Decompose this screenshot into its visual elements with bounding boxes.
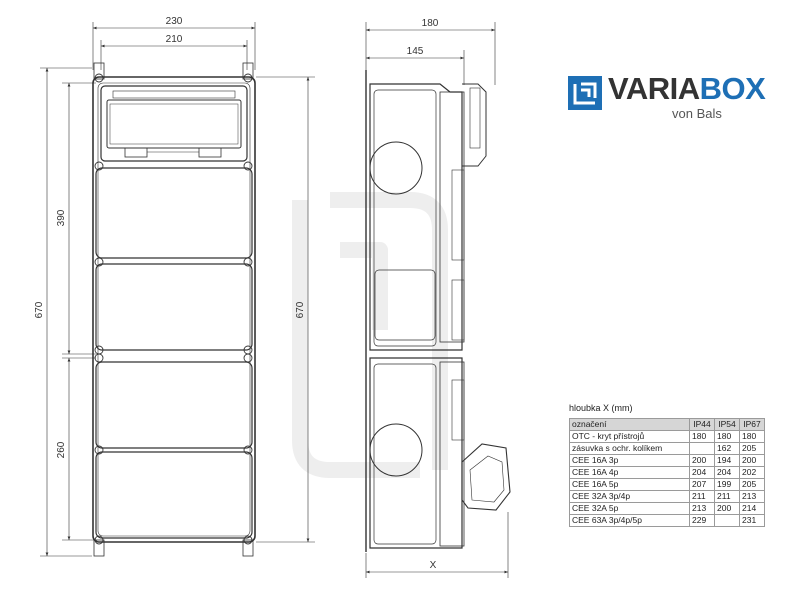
table-cell-value: 205: [739, 442, 765, 455]
table-cell-value: 162: [714, 442, 740, 455]
latch: [124, 147, 148, 158]
table-header-cell: IP54: [714, 418, 740, 431]
table-cell-value: 211: [714, 490, 740, 503]
dim-front-height-right: 670: [295, 301, 306, 318]
device-window: [106, 99, 242, 149]
depth-table: označení IP44 IP54 IP67 OTC - kryt příst…: [569, 418, 765, 527]
front-view: [92, 62, 256, 557]
table-cell-label: CEE 32A 3p/4p: [569, 490, 690, 503]
front-dimensions: [40, 22, 315, 557]
mount-tab: [242, 539, 254, 557]
logo-mark-icon: [568, 76, 602, 110]
table-cell-value: 200: [689, 454, 715, 467]
cable-entry: [369, 141, 423, 195]
table-cell-value: [714, 514, 740, 527]
side-view: [365, 70, 511, 552]
cable-entry: [369, 423, 423, 477]
module-slot-4: [95, 451, 253, 539]
table-cell-value: 214: [739, 502, 765, 515]
depth-table-caption: hloubka X (mm): [569, 403, 633, 413]
table-cell-label: CEE 16A 4p: [569, 466, 690, 479]
table-cell-label: CEE 16A 5p: [569, 478, 690, 491]
device-cover-module: [100, 85, 248, 162]
table-cell-value: 213: [689, 502, 715, 515]
table-header-row: označení IP44 IP54 IP67: [569, 418, 765, 431]
logo-brand-part2: BOX: [699, 71, 766, 106]
table-cell-value: 204: [689, 466, 715, 479]
table-cell-value: 202: [739, 466, 765, 479]
dim-front-height-left: 670: [34, 301, 45, 318]
table-cell-value: [689, 442, 715, 455]
table-cell-value: 205: [739, 478, 765, 491]
module-slot-2: [95, 263, 253, 351]
mount-tab: [93, 539, 105, 557]
logo-brand-text: VARIABOX: [608, 71, 766, 106]
table-cell-label: CEE 32A 5p: [569, 502, 690, 515]
table-cell-label: zásuvka s ochr. kolíkem: [569, 442, 690, 455]
module-slot-3: [95, 361, 253, 449]
table-cell-value: 200: [714, 502, 740, 515]
table-cell-value: 194: [714, 454, 740, 467]
table-cell-value: 180: [739, 430, 765, 443]
dim-side-depth-x: X: [430, 560, 437, 571]
latch: [198, 147, 222, 158]
table-cell-value: 211: [689, 490, 715, 503]
table-cell-value: 213: [739, 490, 765, 503]
screw-icons: [94, 73, 253, 545]
mount-tab: [93, 62, 105, 80]
table-cell-value: 204: [714, 466, 740, 479]
dim-front-height-upper: 390: [56, 209, 67, 226]
table-cell-label: CEE 16A 3p: [569, 454, 690, 467]
module-slot-1: [95, 167, 253, 259]
side-dimensions: [365, 22, 509, 578]
table-cell-value: 199: [714, 478, 740, 491]
table-cell-value: 229: [689, 514, 715, 527]
table-header-cell: IP67: [739, 418, 765, 431]
side-bottom-housing: [369, 357, 463, 549]
table-cell-value: 180: [689, 430, 715, 443]
logo-subtitle: von Bals: [672, 106, 722, 121]
varia-box-logo: VARIABOX von Bals: [568, 72, 768, 121]
dim-side-width-total: 180: [422, 18, 439, 29]
table-cell-label: CEE 63A 3p/4p/5p: [569, 514, 690, 527]
dim-front-width-inner: 210: [166, 34, 183, 45]
mount-tab: [242, 62, 254, 80]
dim-front-height-lower: 260: [56, 441, 67, 458]
table-header-cell: označení: [569, 418, 690, 431]
table-cell-value: 207: [689, 478, 715, 491]
front-enclosure-outline: [92, 76, 256, 543]
dim-side-width-body: 145: [407, 46, 424, 57]
table-cell-value: 200: [739, 454, 765, 467]
table-cell-value: 180: [714, 430, 740, 443]
cee-socket-icon: [461, 443, 511, 511]
dim-front-width-outer: 230: [166, 16, 183, 27]
logo-brand-part1: VARIA: [608, 71, 700, 106]
table-cell-label: OTC - kryt přístrojů: [569, 430, 690, 443]
table-header-cell: IP44: [689, 418, 715, 431]
table-cell-value: 231: [739, 514, 765, 527]
